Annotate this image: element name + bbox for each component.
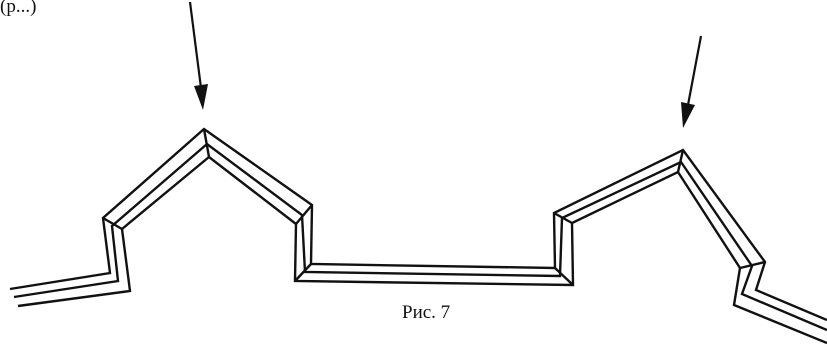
profile-bevel-right-shoulder [739, 260, 766, 270]
figure-caption: Рис. 7 [402, 302, 451, 323]
arrow-left [188, 1, 208, 110]
profile-line-middle [13, 142, 827, 332]
profile-line-outer [9, 127, 827, 322]
profile-bevel-right-peak [676, 149, 685, 173]
profile-bevel-left-drop [295, 204, 313, 225]
profile-line-inner [17, 155, 827, 345]
cropped-text-fragment: (р...) [0, 0, 37, 17]
profile-bevel-left-shoulder [102, 216, 123, 231]
arrow-right [681, 35, 703, 128]
bent-strip-profile [9, 127, 827, 345]
profile-bevel-left-peak [202, 128, 211, 158]
profile-bevel-right-valley [554, 267, 574, 286]
profile-bevel-right-rise [553, 211, 573, 225]
profile-bevel-left-valley [294, 263, 312, 282]
